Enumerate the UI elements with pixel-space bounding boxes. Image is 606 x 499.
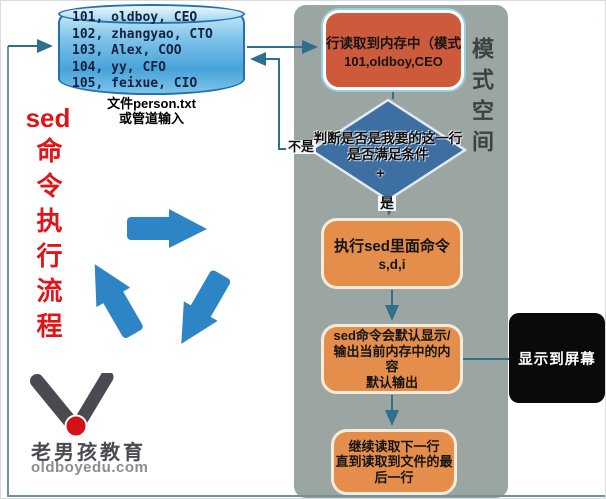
branch-no-label: 不是 xyxy=(286,139,317,155)
output-line: sed命令会默认显示/ xyxy=(333,328,451,343)
decision-line1: 判断是否是我要的这一行 xyxy=(313,131,463,146)
read-line-text: 行读取到内存中（模式 xyxy=(326,35,461,51)
file-caption-line1: 文件person.txt xyxy=(107,96,196,111)
exec-line2: s,d,i xyxy=(378,257,406,272)
next-line: 后一行 xyxy=(374,469,414,485)
screen-label: 显示到屏幕 xyxy=(518,351,596,368)
file-row: 102, zhangyao, CTO xyxy=(72,26,213,42)
node-exec-sed: 执行sed里面命令 s,d,i xyxy=(321,218,463,289)
node-read-line: 行读取到内存中（模式 101,oldboy,CEO xyxy=(323,10,464,90)
node-default-output: sed命令会默认显示/ 输出当前内存中的内 容 默认输出 xyxy=(321,324,463,394)
title-vertical: 命令执行流程 xyxy=(33,137,63,347)
file-row: 101, oldboy, CEO xyxy=(72,10,198,25)
read-line-sample: 101,oldboy,CEO xyxy=(344,53,443,69)
cylinder-top-ellipse xyxy=(58,4,245,24)
file-caption: 文件person.txt 或管道输入 xyxy=(58,96,245,126)
logo-v-icon xyxy=(30,373,114,437)
output-line: 容 xyxy=(385,359,399,374)
file-row: 103, Alex, COO xyxy=(72,43,182,58)
logo-domain: oldboyedu.com xyxy=(31,459,149,476)
recycle-icon xyxy=(94,209,231,344)
file-row: 104, yy, CFO xyxy=(72,59,166,75)
branch-yes-label: 是 xyxy=(378,195,396,212)
output-line: 输出当前内存中的内 xyxy=(333,343,451,359)
next-line: 继续读取下一行 xyxy=(348,438,440,454)
title-sed: sed xyxy=(25,103,71,133)
exec-line1: 执行sed里面命令 xyxy=(334,238,450,255)
crosshair-cursor-icon: + xyxy=(376,165,385,182)
node-display-screen: 显示到屏幕 xyxy=(509,313,605,403)
node-next-line: 继续读取下一行 直到读取到文件的最 后一行 xyxy=(331,429,457,495)
file-row: 105, feixue, CIO xyxy=(72,76,198,91)
input-file-cylinder: 101, oldboy, CEO 102, zhangyao, CTO 103,… xyxy=(58,4,245,95)
decision-line2: 是否满足条件 xyxy=(347,147,429,162)
decision-text: 判断是否是我要的这一行 是否满足条件 xyxy=(288,131,488,163)
next-line: 直到读取到文件的最 xyxy=(335,454,453,470)
file-caption-line2: 或管道输入 xyxy=(118,111,184,126)
output-line: 默认输出 xyxy=(365,374,418,390)
